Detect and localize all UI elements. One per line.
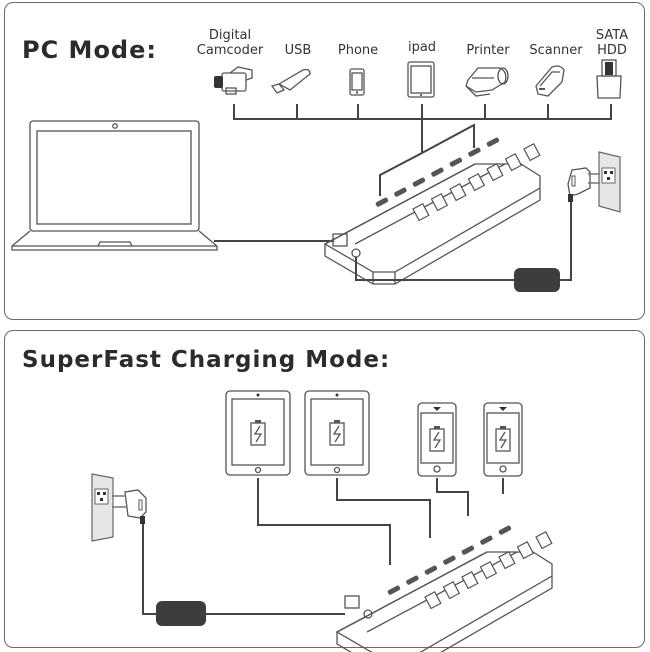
port-switch xyxy=(516,541,535,560)
ac-cable xyxy=(142,523,160,615)
usb-port xyxy=(375,197,389,207)
usb-drive-icon xyxy=(270,68,311,94)
port-switch xyxy=(479,561,498,580)
device-label-scanner: Scanner xyxy=(529,43,583,58)
power-plug-icon xyxy=(112,489,147,524)
hub-switches-pc xyxy=(412,143,541,222)
port-switch xyxy=(523,143,541,162)
usb-port xyxy=(406,575,419,585)
usb-hub-charge xyxy=(336,551,553,652)
usb-port xyxy=(486,137,500,147)
device-label-usb: USB xyxy=(284,43,312,58)
hub-switches-charge xyxy=(424,531,553,610)
device-bus-lines xyxy=(233,104,612,196)
device-label-ipad: ipad xyxy=(407,40,437,55)
power-adapter-icon xyxy=(514,268,560,292)
camcorder-icon xyxy=(214,66,253,95)
wall-outlet-icon xyxy=(91,473,114,542)
port-switch xyxy=(449,183,467,202)
usb-port xyxy=(468,147,481,157)
port-switch xyxy=(430,193,449,212)
power-adapter-icon xyxy=(156,601,206,626)
usb-port xyxy=(431,167,444,177)
scanner-icon xyxy=(535,65,565,97)
hub-usb-b-port xyxy=(332,233,348,247)
hub-ports-charge xyxy=(387,525,512,595)
tablet-charging-icon xyxy=(225,390,291,476)
usb-port xyxy=(461,545,475,555)
usb-port xyxy=(498,525,512,535)
laptop-icon xyxy=(11,120,218,251)
port-switch xyxy=(504,153,523,172)
usb-port xyxy=(480,535,493,545)
port-switch xyxy=(467,173,486,192)
phone-icon xyxy=(349,68,365,96)
usb-port xyxy=(412,177,426,187)
charging-mode-title: SuperFast Charging Mode: xyxy=(22,347,391,373)
charging-cables xyxy=(257,478,504,565)
port-switch xyxy=(461,571,479,590)
dc-cable xyxy=(355,257,515,281)
port-switch xyxy=(442,581,461,600)
hub-dc-jack xyxy=(351,248,361,258)
usb-port xyxy=(443,555,456,565)
usb-port xyxy=(424,565,438,575)
hub-dc-jack xyxy=(363,609,373,619)
hub-ports-pc xyxy=(375,137,500,207)
ac-cable xyxy=(560,200,572,281)
tablet-icon xyxy=(407,61,435,98)
phone-charging-icon xyxy=(483,402,523,477)
device-label-phone: Phone xyxy=(337,43,379,58)
port-switch xyxy=(424,591,442,610)
usb-port xyxy=(387,585,401,595)
tablet-charging-icon xyxy=(304,390,370,476)
port-switch xyxy=(535,531,553,550)
power-plug-icon xyxy=(567,167,600,202)
printer-icon xyxy=(465,67,509,97)
pc-mode-panel xyxy=(4,2,645,320)
usb-port xyxy=(394,187,407,197)
hdd-dock-icon xyxy=(596,59,622,99)
wall-outlet-icon xyxy=(598,151,621,213)
device-label-printer: Printer xyxy=(466,43,510,58)
phone-charging-icon xyxy=(417,402,457,477)
port-switch xyxy=(486,163,504,182)
port-switch xyxy=(498,551,516,570)
usb-hub-pc xyxy=(324,163,541,285)
pc-mode-title: PC Mode: xyxy=(22,36,157,64)
usb-port xyxy=(449,157,463,167)
port-switch xyxy=(412,203,430,222)
hub-usb-b-port xyxy=(344,595,360,609)
